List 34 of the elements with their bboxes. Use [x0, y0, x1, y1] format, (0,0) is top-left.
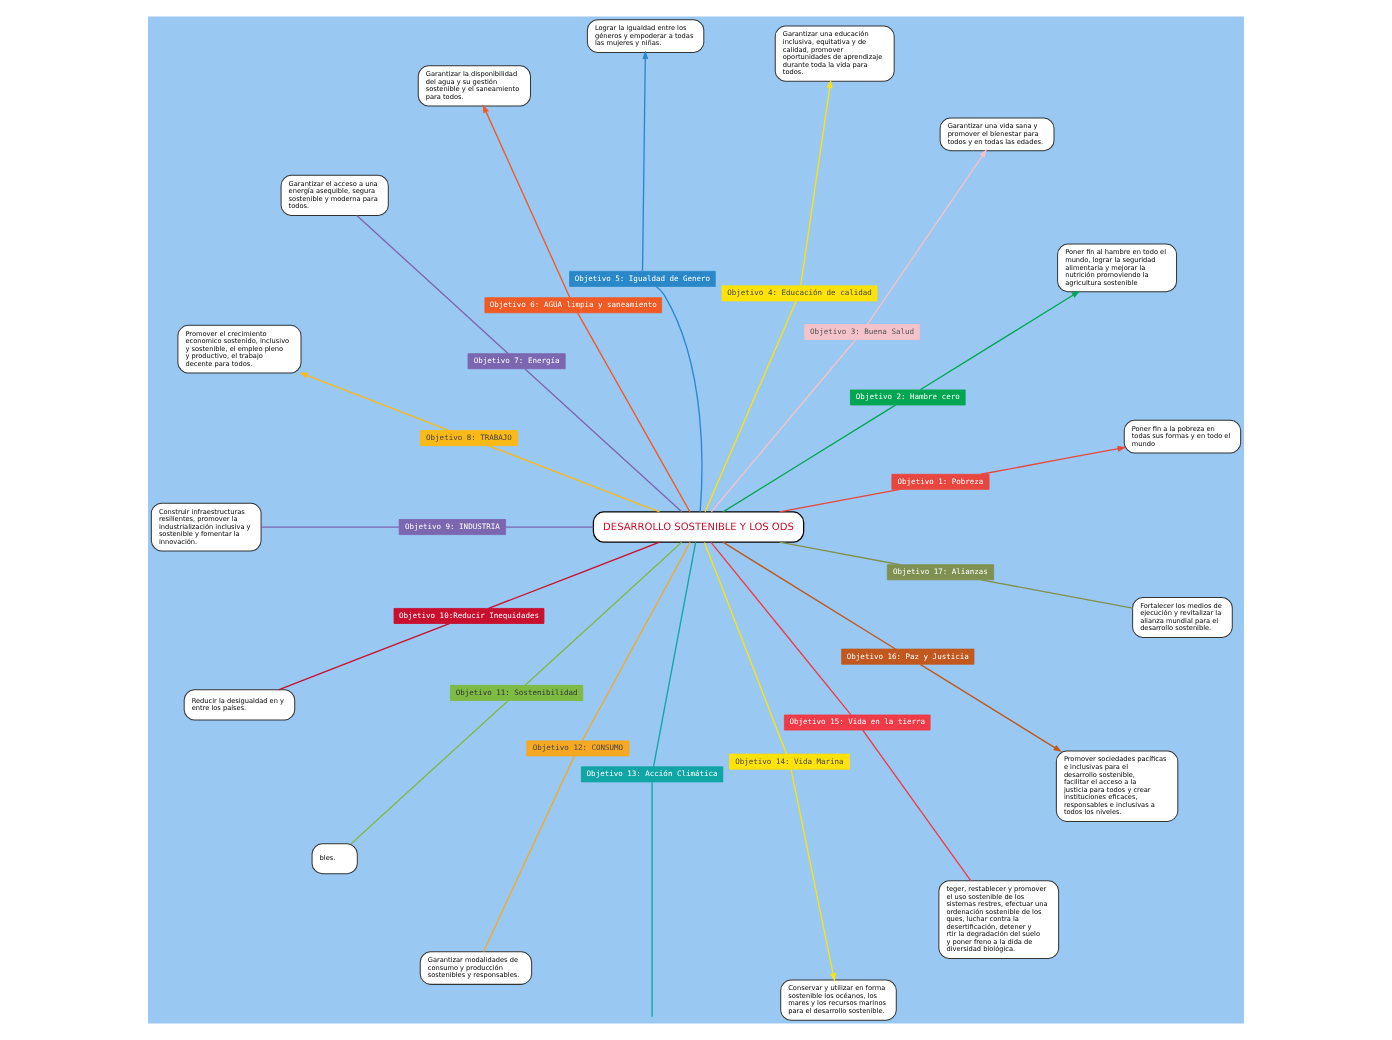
connector — [576, 312, 691, 513]
connector — [260, 526, 400, 528]
arrow — [919, 663, 1062, 753]
connector — [722, 404, 897, 513]
arrow — [641, 50, 649, 272]
connector — [722, 541, 897, 650]
arrow — [980, 445, 1127, 475]
connector — [704, 300, 797, 513]
connector — [862, 729, 972, 882]
arrow — [299, 372, 451, 432]
connector — [524, 541, 683, 686]
connector — [710, 339, 857, 513]
connector — [703, 541, 788, 755]
arrow — [866, 149, 987, 325]
arrow — [482, 104, 571, 299]
connector — [277, 622, 451, 691]
connector — [356, 214, 509, 355]
connector — [652, 541, 697, 768]
arrow — [790, 768, 836, 982]
connector — [504, 526, 595, 528]
connector — [488, 445, 661, 513]
connector — [710, 541, 852, 716]
connector — [581, 541, 691, 742]
connector — [778, 488, 901, 513]
connector — [651, 781, 653, 1018]
connector — [778, 541, 901, 566]
arrow — [919, 290, 1081, 391]
connector — [524, 368, 683, 513]
connector — [488, 541, 661, 609]
arrow — [799, 79, 833, 287]
connector — [655, 285, 703, 513]
connector — [980, 579, 1134, 609]
connector — [482, 755, 576, 953]
connector — [350, 699, 509, 845]
